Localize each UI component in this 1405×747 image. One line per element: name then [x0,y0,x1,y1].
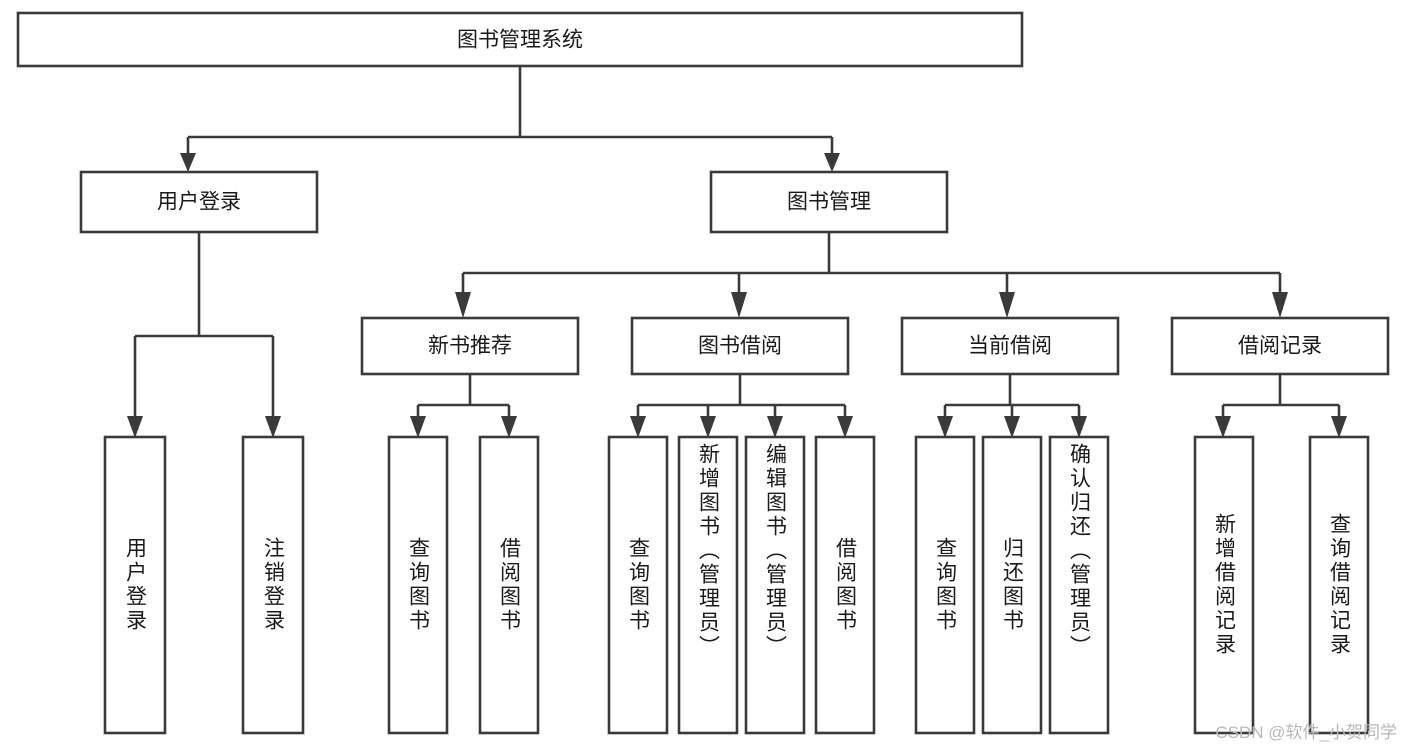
node-leaf-add-book[interactable]: 新增图书（管理员） [677,435,739,735]
arrow-head-leaf-add-record [1215,416,1231,438]
node-leaf-borrow-book-2[interactable]: 借阅图书 [814,435,876,735]
arrow-head-user-login [180,153,196,172]
node-borrow-record-box[interactable] [1170,316,1390,376]
arrow-head-leaf-query-record [1331,416,1347,438]
node-current-borrow-label: 当前借阅 [968,335,1052,358]
node-leaf-query-record[interactable]: 查询借阅记录 [1308,435,1370,735]
arrow-head-leaf-confirm-return [1071,416,1087,438]
arrow-head-leaf-add-book [700,416,716,438]
arrow-head-leaf-borrow-book-1 [501,416,517,438]
node-leaf-user-login-label: 用户登录 [123,537,147,633]
arrow-head-leaf-query-book-3 [937,416,953,438]
node-leaf-add-book-box[interactable] [677,435,739,735]
node-book-management[interactable]: 图书管理 [709,170,949,234]
node-leaf-query-book-2-labelwrap: 查询图书 [626,537,650,633]
node-leaf-query-record-box[interactable] [1308,435,1370,735]
node-borrow-record[interactable]: 借阅记录 [1170,316,1390,376]
node-book-borrow-label: 图书借阅 [698,335,782,358]
arrow-head-leaf-user-login [127,416,143,438]
node-leaf-query-book-2[interactable]: 查询图书 [607,435,669,735]
node-user-login[interactable]: 用户登录 [79,170,319,234]
node-leaf-query-book-1[interactable]: 查询图书 [387,435,449,735]
node-leaf-add-record-box[interactable] [1193,435,1255,735]
node-leaf-query-book-3-label: 查询图书 [933,537,957,633]
node-root-label: 图书管理系统 [457,29,583,52]
node-leaf-query-book-1-box[interactable] [387,435,449,735]
node-leaf-borrow-book-1-box[interactable] [478,435,540,735]
node-leaf-user-login-labelwrap: 用户登录 [123,537,147,633]
node-user-login-label: 用户登录 [157,191,241,214]
node-leaf-add-record-labelwrap: 新增借阅记录 [1212,513,1236,657]
node-root[interactable]: 图书管理系统 [16,11,1024,68]
node-leaf-query-book-1-label: 查询图书 [406,537,430,633]
node-leaf-user-login-box[interactable] [103,435,167,735]
node-book-management-box[interactable] [709,170,949,234]
arrow-head-borrow-record [1272,292,1288,318]
node-leaf-borrow-book-2-labelwrap: 借阅图书 [833,537,857,633]
arrow-head-leaf-return-book [1004,416,1020,438]
node-leaf-return-book-box[interactable] [981,435,1043,735]
node-leaf-query-book-2-label: 查询图书 [626,537,650,633]
node-leaf-borrow-book-1[interactable]: 借阅图书 [478,435,540,735]
node-leaf-add-record-label: 新增借阅记录 [1212,513,1236,657]
node-leaf-confirm-return[interactable]: 确认归还（管理员） [1048,435,1110,735]
node-new-book-recommend-label: 新书推荐 [428,335,512,358]
node-leaf-logout-login-box[interactable] [241,435,305,735]
node-leaf-confirm-return-label: 确认归还（管理员） [1067,443,1091,659]
node-book-management-label: 图书管理 [787,191,871,214]
arrow-head-leaf-query-book-2 [630,416,646,438]
node-leaf-logout-login-labelwrap: 注销登录 [261,537,285,633]
node-book-borrow-box[interactable] [630,316,850,376]
node-leaf-logout-login[interactable]: 注销登录 [241,435,305,735]
arrow-head-leaf-edit-book [767,416,783,438]
node-leaf-edit-book-labelwrap: 编辑图书（管理员） [763,443,787,659]
node-leaf-edit-book-box[interactable] [744,435,806,735]
node-leaf-edit-book-label: 编辑图书（管理员） [763,443,787,659]
node-user-login-box[interactable] [79,170,319,234]
node-leaf-query-book-1-labelwrap: 查询图书 [406,537,430,633]
node-leaf-borrow-book-2-box[interactable] [814,435,876,735]
node-leaf-query-book-3-box[interactable] [914,435,976,735]
node-leaf-query-book-2-box[interactable] [607,435,669,735]
node-leaf-add-book-label: 新增图书（管理员） [696,443,720,659]
node-leaf-query-record-label: 查询借阅记录 [1327,513,1351,657]
node-leaf-add-book-labelwrap: 新增图书（管理员） [696,443,720,659]
arrow-head-new-book-recommend [455,292,471,318]
node-leaf-confirm-return-labelwrap: 确认归还（管理员） [1067,443,1091,659]
node-borrow-record-label: 借阅记录 [1238,335,1322,358]
node-leaf-borrow-book-1-label: 借阅图书 [497,537,521,633]
node-leaf-query-record-labelwrap: 查询借阅记录 [1327,513,1351,657]
arrow-head-leaf-borrow-book-2 [837,416,853,438]
arrow-head-book-borrow [731,292,747,318]
node-book-borrow[interactable]: 图书借阅 [630,316,850,376]
arrow-head-leaf-logout-login [265,416,281,438]
node-leaf-logout-login-label: 注销登录 [261,537,285,633]
node-leaf-query-book-3[interactable]: 查询图书 [914,435,976,735]
arrow-head-leaf-query-book-1 [410,416,426,438]
node-new-book-recommend[interactable]: 新书推荐 [360,316,580,376]
node-leaf-borrow-book-2-label: 借阅图书 [833,537,857,633]
arrow-head-current-borrow [999,292,1015,318]
node-leaf-return-book-label: 归还图书 [1000,537,1024,633]
node-leaf-add-record[interactable]: 新增借阅记录 [1193,435,1255,735]
node-leaf-return-book[interactable]: 归还图书 [981,435,1043,735]
node-leaf-borrow-book-1-labelwrap: 借阅图书 [497,537,521,633]
node-leaf-query-book-3-labelwrap: 查询图书 [933,537,957,633]
node-leaf-return-book-labelwrap: 归还图书 [1000,537,1024,633]
node-current-borrow[interactable]: 当前借阅 [900,316,1120,376]
arrow-head-book-management [824,153,840,172]
node-leaf-confirm-return-box[interactable] [1048,435,1110,735]
node-leaf-user-login[interactable]: 用户登录 [103,435,167,735]
node-leaf-edit-book[interactable]: 编辑图书（管理员） [744,435,806,735]
node-root-box[interactable] [16,11,1024,68]
edge-layer [127,66,1347,438]
node-current-borrow-box[interactable] [900,316,1120,376]
node-new-book-recommend-box[interactable] [360,316,580,376]
